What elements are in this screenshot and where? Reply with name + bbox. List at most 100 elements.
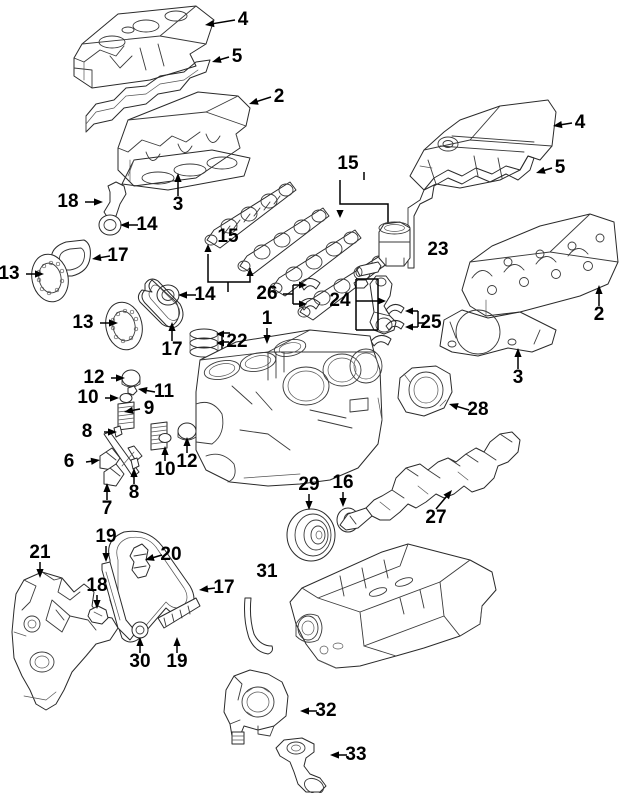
part-valve-cover-left[interactable]: [73, 5, 215, 89]
callout-number-13[interactable]: 13: [72, 312, 93, 333]
part-cylinder-head-right[interactable]: [461, 213, 619, 317]
callout-number-3[interactable]: 3: [513, 367, 524, 388]
callout-number-5[interactable]: 5: [555, 157, 566, 178]
callout-number-7[interactable]: 7: [102, 498, 113, 519]
callout-leader-27: [435, 495, 448, 510]
part-head-gasket-left[interactable]: [121, 149, 251, 191]
callout-number-26[interactable]: 26: [256, 283, 277, 304]
callout-bracket-15-left: [204, 244, 254, 292]
callout-number-30[interactable]: 30: [129, 651, 150, 672]
callout-bracket-25: [405, 307, 425, 331]
part-timing-cover[interactable]: [11, 571, 119, 711]
part-engine-block[interactable]: [195, 329, 383, 487]
callout-number-17[interactable]: 17: [213, 577, 234, 598]
callout-number-16[interactable]: 16: [332, 472, 353, 493]
part-main-bearings[interactable]: [299, 278, 321, 311]
callout-number-10[interactable]: 10: [77, 387, 98, 408]
callout-number-32[interactable]: 32: [315, 700, 336, 721]
callout-number-4[interactable]: 4: [575, 112, 586, 133]
callout-leader-17: [206, 587, 216, 590]
callout-number-27[interactable]: 27: [425, 507, 446, 528]
callout-number-28[interactable]: 28: [467, 399, 488, 420]
part-rear-main-seal-housing[interactable]: [397, 365, 453, 417]
callout-leader-2: [256, 96, 272, 103]
callout-number-4[interactable]: 4: [238, 9, 249, 30]
callout-number-9[interactable]: 9: [144, 398, 155, 419]
callout-number-14[interactable]: 14: [194, 284, 216, 305]
callout-number-19[interactable]: 19: [166, 651, 187, 672]
part-dowel-pin-upper[interactable]: [103, 181, 127, 219]
part-cylinder-head-left[interactable]: [117, 91, 251, 187]
part-camshaft-group-left[interactable]: [204, 181, 330, 275]
callout-number-23[interactable]: 23: [427, 239, 448, 260]
part-valve-retainer-lower[interactable]: [158, 433, 172, 443]
part-oil-pickup-tube[interactable]: [275, 737, 327, 793]
part-valve-seal-upper[interactable]: [113, 425, 123, 438]
callout-leader-4: [212, 19, 236, 25]
callout-number-33[interactable]: 33: [345, 744, 366, 765]
part-rod-bearings[interactable]: [370, 304, 405, 347]
callout-leader-6: [85, 460, 93, 463]
callout-number-14[interactable]: 14: [136, 214, 158, 235]
part-piston-and-pin[interactable]: [355, 221, 411, 277]
part-dowel-pin-lower[interactable]: [87, 605, 109, 625]
callout-number-22[interactable]: 22: [226, 331, 247, 352]
callout-number-17[interactable]: 17: [107, 245, 128, 266]
part-exhaust-valve[interactable]: [103, 445, 143, 487]
part-oil-pan-gasket-seal[interactable]: [244, 597, 273, 655]
callout-number-15[interactable]: 15: [217, 226, 239, 247]
part-valve-spring-lower[interactable]: [150, 421, 168, 451]
part-valve-cover-right[interactable]: [409, 99, 557, 191]
part-valve-retainer-upper[interactable]: [119, 393, 133, 403]
callout-number-11[interactable]: 11: [154, 381, 175, 402]
callout-number-21[interactable]: 21: [29, 542, 51, 563]
part-cam-sprocket-lower[interactable]: [101, 299, 146, 353]
callout-number-18[interactable]: 18: [86, 575, 107, 596]
part-chain-guide-upper[interactable]: [101, 561, 137, 641]
part-chain-guide-bolt[interactable]: [131, 621, 149, 639]
callout-leader-5: [543, 167, 553, 172]
callout-number-10[interactable]: 10: [154, 459, 175, 480]
callout-number-3[interactable]: 3: [173, 194, 184, 215]
callout-bracket-24: [355, 278, 386, 331]
callout-number-24[interactable]: 24: [329, 290, 351, 311]
callout-number-12[interactable]: 12: [83, 367, 104, 388]
part-oil-pan[interactable]: [289, 543, 497, 669]
callout-number-25[interactable]: 25: [420, 312, 442, 333]
callout-number-20[interactable]: 20: [160, 544, 181, 565]
part-connecting-rod[interactable]: [353, 275, 397, 335]
callout-number-18[interactable]: 18: [57, 191, 78, 212]
callout-number-2[interactable]: 2: [594, 304, 605, 325]
callout-number-8[interactable]: 8: [82, 421, 93, 442]
part-oil-pump[interactable]: [223, 669, 289, 745]
part-head-gasket-right[interactable]: [439, 309, 557, 357]
callout-number-2[interactable]: 2: [274, 86, 285, 107]
part-valve-keeper[interactable]: [127, 385, 138, 396]
callout-number-12[interactable]: 12: [176, 451, 197, 472]
part-crankshaft-pulley[interactable]: [286, 508, 336, 562]
callout-number-5[interactable]: 5: [232, 46, 243, 67]
part-crankshaft[interactable]: [339, 431, 521, 531]
part-cam-sprocket-upper[interactable]: [27, 251, 72, 305]
callout-leader-lines: [26, 19, 603, 759]
callout-number-17[interactable]: 17: [161, 339, 182, 360]
part-chain-guide-lower[interactable]: [157, 597, 201, 629]
callout-number-1[interactable]: 1: [262, 308, 273, 329]
callout-number-29[interactable]: 29: [298, 474, 319, 495]
callout-number-15[interactable]: 15: [337, 153, 359, 174]
part-valve-cover-gasket-left[interactable]: [85, 59, 211, 133]
callout-number-6[interactable]: 6: [64, 451, 75, 472]
callout-leader-5: [219, 56, 230, 61]
callout-number-31[interactable]: 31: [256, 561, 278, 582]
callout-number-13[interactable]: 13: [0, 263, 20, 284]
part-cam-seal-upper[interactable]: [98, 214, 122, 236]
callout-leader-17: [99, 255, 111, 259]
part-chain-tensioner[interactable]: [129, 543, 151, 579]
callout-leader-20: [152, 554, 163, 559]
callout-number-19[interactable]: 19: [95, 526, 116, 547]
part-valve-seal-lower[interactable]: [130, 457, 140, 470]
callout-number-8[interactable]: 8: [129, 482, 140, 503]
part-timing-chain-upper[interactable]: [137, 278, 184, 329]
